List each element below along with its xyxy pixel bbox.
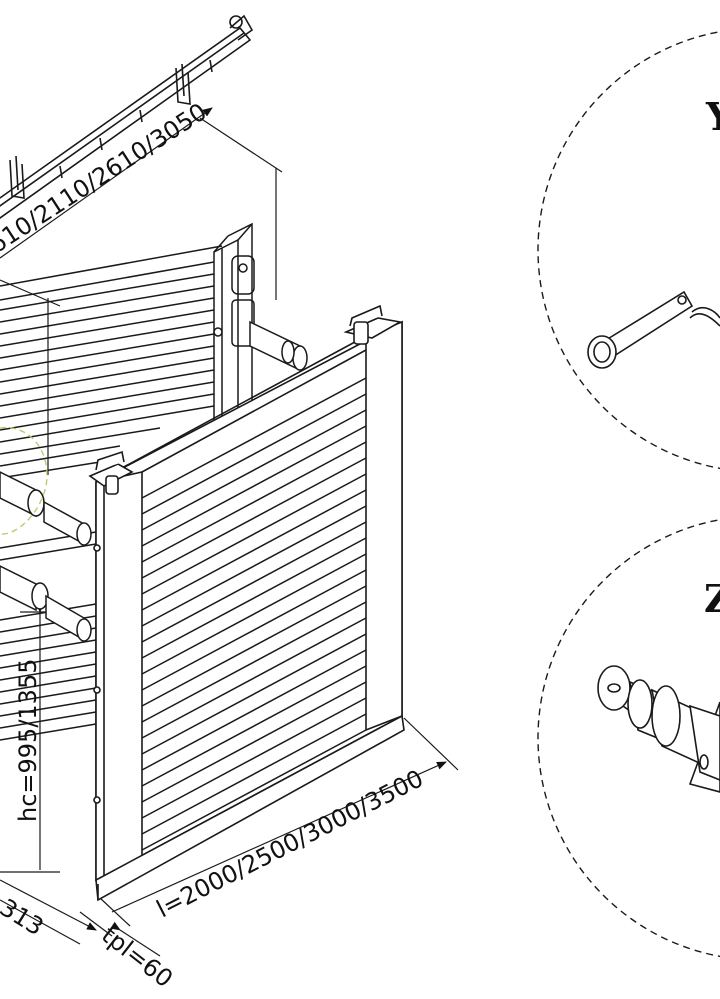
top-rail [0, 14, 254, 219]
detail-y-label: Y [705, 94, 720, 139]
detail-highlight [0, 426, 48, 535]
back-frame [0, 222, 255, 741]
detail-y: Y [537, 30, 720, 470]
detail-y-circle [537, 30, 720, 470]
top-length-label: 610/2110/2610/3050 [0, 98, 212, 259]
detail-z-circle [537, 518, 720, 958]
clevis-pin [587, 290, 720, 369]
plate-thickness-label: tpl=60 [96, 921, 178, 994]
depth-label: 313 [0, 893, 49, 941]
front-slats [141, 377, 367, 851]
detail-z: Z [537, 518, 720, 958]
height-label: hc=995/1355 [14, 659, 42, 823]
cross-tubes [0, 320, 308, 642]
detail-z-label: Z [704, 576, 720, 621]
tube-spigot [597, 665, 720, 793]
